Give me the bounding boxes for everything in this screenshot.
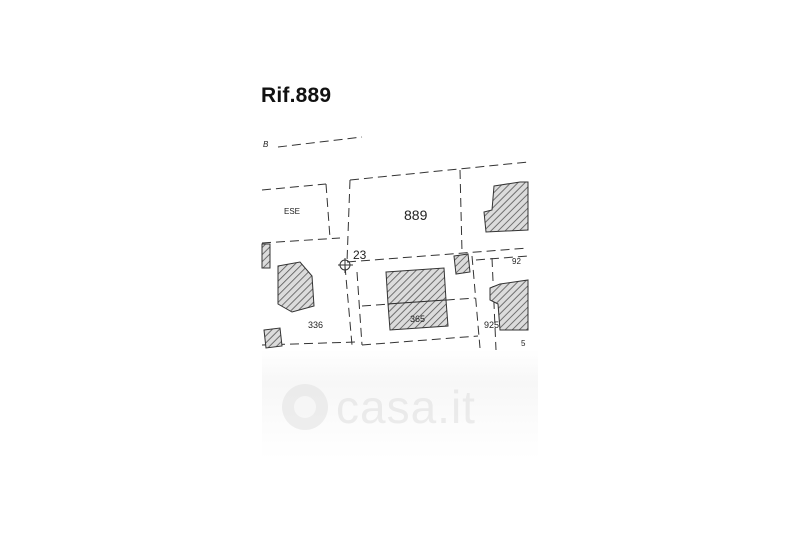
building-parcel-889-right [483,181,529,233]
parcel-889-right-boundary [459,169,463,253]
survey-point-23 [338,258,353,273]
parcel-889-bottom-boundary [346,247,529,263]
parcel-889-left-boundary [346,179,351,263]
watermark-text: casa.it [336,381,476,433]
label-parcel-889: 889 [404,207,428,223]
building-left-edge-top [261,243,271,269]
parcel-ese-right-boundary [325,183,331,239]
parcel-right-boundary-2 [475,255,529,261]
parcel-ese-top-boundary [261,183,327,191]
building-right-edge [489,279,529,331]
casa-logo-icon [282,384,328,430]
parcel-365-bottom-boundary [361,335,479,346]
building-parcel-365-main [385,267,447,305]
reference-title: Rif.889 [261,84,332,107]
building-corner-small [453,253,471,275]
parcel-right-boundary-1 [491,257,497,351]
label-parcel-365: 365 [410,314,425,324]
label-parcel-925: 925 [484,320,499,330]
watermark: casa.it [282,380,476,434]
label-fragment-right-1: 92 [512,257,521,266]
label-parcel-336: 336 [308,320,323,330]
label-road: B [263,140,269,149]
parcel-889-top-boundary [349,161,529,181]
parcel-336-right-boundary [344,265,353,346]
building-parcel-365-lower [387,299,449,331]
parcel-365-right-boundary [471,255,481,349]
label-point-23: 23 [353,248,367,262]
road-boundary-line [277,136,363,148]
building-left-edge-bottom [263,327,283,349]
label-fragment-right-2: 5 [521,339,526,348]
parcel-365-left-boundary [356,271,363,346]
parcel-ese-bottom-boundary [261,237,341,244]
label-parcel-ese: ESE [284,207,300,216]
building-parcel-336 [277,261,315,313]
